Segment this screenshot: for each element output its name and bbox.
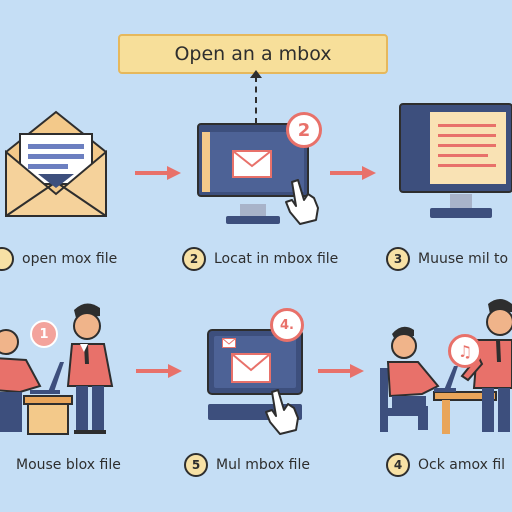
step-caption: 3 Muuse mil to	[386, 247, 508, 271]
step-label: Locat in mbox file	[214, 251, 339, 267]
arrow-right-icon	[135, 166, 181, 180]
step-label: Mouse blox file	[16, 457, 121, 473]
step-label: Mul mbox file	[216, 457, 311, 473]
coworkers-illustration	[380, 299, 512, 434]
step-caption: 2 Locat in mbox file	[182, 247, 338, 271]
step-number: 2	[182, 247, 206, 271]
step-badge-2: 2	[286, 112, 322, 148]
envelope-icon	[5, 110, 107, 217]
pointer-hand-icon	[265, 389, 299, 435]
arrow-right-icon	[318, 364, 364, 378]
step-number: 3	[386, 247, 410, 271]
step-caption: open mox file	[0, 247, 117, 271]
pointer-hand-icon	[285, 179, 319, 225]
step-caption: 5 Mul mbox file	[184, 453, 310, 477]
step-caption: Mouse blox file	[0, 453, 121, 477]
large-monitor-icon	[399, 103, 512, 218]
step-number: 4	[386, 453, 410, 477]
step-number	[0, 247, 14, 271]
step-label: Ock amox fil	[418, 457, 506, 473]
mail-icon	[232, 150, 272, 178]
step-badge-1: 1	[30, 320, 58, 348]
step-number: 5	[184, 453, 208, 477]
step-label: Muuse mil to	[418, 251, 509, 267]
diagram-title: Open an a mbox	[118, 34, 388, 74]
arrow-right-icon	[136, 364, 182, 378]
small-mail-icon	[222, 338, 236, 348]
title-connector-tip	[250, 70, 262, 78]
step-caption: 4 Ock amox fil	[386, 453, 505, 477]
step-badge-4: 4.	[270, 308, 304, 342]
people-at-desk-illustration	[0, 303, 114, 435]
arrow-right-icon	[330, 166, 376, 180]
title-connector	[255, 76, 257, 124]
music-note-icon: ♫	[448, 334, 482, 368]
step-label: open mox file	[22, 251, 118, 267]
